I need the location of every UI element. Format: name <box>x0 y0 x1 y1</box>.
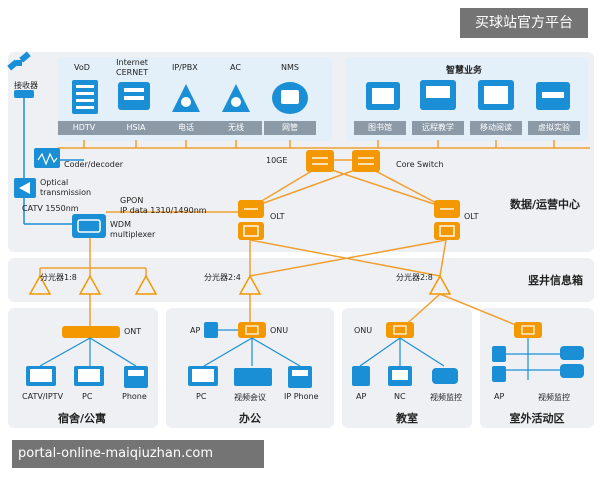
wdm-multiplexer-icon <box>72 214 106 238</box>
phone-icon-dorm <box>124 366 148 388</box>
shaft-label: 竖井信息箱 <box>528 274 583 287</box>
watermark-top: 买球站官方平台 <box>460 8 588 38</box>
outdoor-device-ap: AP <box>494 392 505 401</box>
receiver-icon <box>14 90 34 98</box>
ap-icon-outdoor-2 <box>492 366 506 382</box>
smart-services-title: 智慧业务 <box>446 66 483 76</box>
ac-label: AC <box>230 63 241 72</box>
classroom-device-nc: NC <box>394 392 406 401</box>
classroom-device-ap: AP <box>356 392 367 401</box>
wdm-label: WDM multiplexer <box>110 220 156 239</box>
ont-icon <box>62 326 120 338</box>
onu-classroom-icon <box>386 322 414 338</box>
splitter-label-1: 分光器1:8 <box>40 273 77 282</box>
ap-icon-office <box>204 322 218 338</box>
dorm-title: 宿舍/公寓 <box>57 412 107 425</box>
vod-label: VoD <box>74 63 90 72</box>
camera-icon-outdoor-1 <box>560 346 584 360</box>
ap-icon-outdoor-1 <box>492 346 506 362</box>
optical-label: Optical transmission <box>40 178 92 197</box>
library-caption: 图书馆 <box>354 121 406 135</box>
codec-label: Coder/decoder <box>64 160 124 169</box>
core-switch-icon-2 <box>352 150 380 172</box>
mobile-reading-caption: 移动阅读 <box>470 121 522 135</box>
outdoor-title: 室外活动区 <box>509 412 565 425</box>
nms-label: NMS <box>281 63 299 72</box>
classroom-title: 教室 <box>396 412 418 425</box>
ip-phone-icon <box>288 366 312 388</box>
catv-label: CATV 1550nm <box>22 204 79 213</box>
splitter-label-3: 分光器2:8 <box>396 273 433 282</box>
classroom-device-camera: 视频监控 <box>430 393 462 402</box>
onu-office-icon <box>238 322 266 338</box>
datacenter-label: 数据/运营中心 <box>510 198 581 211</box>
outdoor-panel <box>480 308 594 428</box>
satellite-icon <box>7 51 31 71</box>
outdoor-device-camera: 视频监控 <box>538 393 570 402</box>
nms-caption: 网管 <box>264 121 316 135</box>
camera-icon-classroom <box>432 368 458 384</box>
classroom-onu-label: ONU <box>354 326 373 335</box>
office-device-ipphone: IP Phone <box>284 392 319 401</box>
dorm-device-catv: CATV/IPTV <box>22 392 64 401</box>
right-service-panel <box>346 57 588 141</box>
olt-label-2: OLT <box>464 212 479 221</box>
ge-label: 10GE <box>266 156 288 165</box>
onu-outdoor-icon <box>514 322 542 338</box>
hsia-caption: HSIA <box>110 121 162 135</box>
office-device-pc: PC <box>196 392 207 401</box>
dorm-device-phone: Phone <box>122 392 147 401</box>
ap-icon-classroom <box>352 366 370 386</box>
core-switch-label: Core Switch <box>396 160 444 169</box>
splitter-label-2: 分光器2:4 <box>204 273 241 282</box>
camera-icon-outdoor-2 <box>560 364 584 378</box>
video-conference-icon <box>234 368 272 386</box>
shaft-panel <box>8 258 594 302</box>
olt-icon-1b <box>238 222 264 240</box>
core-switch-icon-1 <box>306 150 334 172</box>
dorm-device-pc: PC <box>82 392 93 401</box>
olt-label-1: OLT <box>270 212 285 221</box>
codec-icon <box>34 148 60 168</box>
receiver-label: 接收器 <box>14 81 38 90</box>
remote-teaching-caption: 远程教学 <box>412 121 464 135</box>
office-title: 办公 <box>239 412 261 425</box>
pbx-label: IP/PBX <box>172 63 198 72</box>
phone-caption: 电话 <box>160 121 212 135</box>
vod-server-icon <box>72 80 98 114</box>
office-ap-label: AP <box>190 326 201 335</box>
virtual-lab-caption: 虚拟实验 <box>528 121 580 135</box>
hdtv-caption: HDTV <box>58 121 110 135</box>
office-onu-label: ONU <box>270 326 289 335</box>
internet-label: Internet CERNET <box>116 58 149 77</box>
ont-label: ONT <box>124 327 142 336</box>
olt-icon-2b <box>434 222 460 240</box>
office-device-video: 视频会议 <box>234 393 266 402</box>
left-service-panel <box>58 57 332 141</box>
ipdata-label: IP data 1310/1490nm <box>120 206 207 215</box>
watermark-bottom: portal-online-maiqiuzhan.com <box>12 440 264 468</box>
gpon-label: GPON <box>120 196 144 205</box>
wireless-caption: 无线 <box>210 121 262 135</box>
